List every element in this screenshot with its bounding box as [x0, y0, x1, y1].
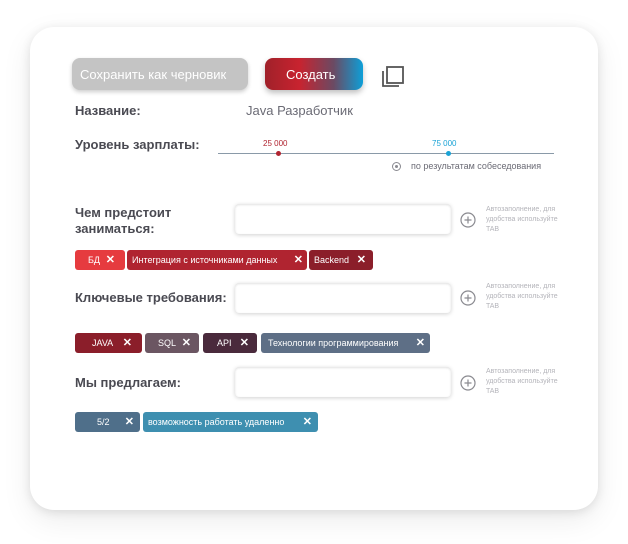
tag-label: 5/2: [97, 417, 110, 427]
duties-hint: Автозаполнение, для удобства используйте…: [486, 206, 558, 233]
requirements-input[interactable]: [235, 283, 451, 313]
tag-label: Технологии программирования: [268, 338, 399, 348]
tag-req-api: API ✕: [203, 333, 257, 353]
remove-tag-icon[interactable]: ✕: [122, 336, 132, 349]
requirements-label: Ключевые требования:: [75, 290, 227, 305]
tag-label: SQL: [158, 338, 177, 348]
tag-label: БД: [88, 255, 101, 265]
salary-max-value: 75 000: [432, 139, 457, 148]
requirements-hint: Автозаполнение, для удобства используйте…: [486, 283, 558, 310]
copy-icon[interactable]: [380, 65, 406, 89]
remove-tag-icon[interactable]: ✕: [415, 336, 425, 349]
remove-tag-icon[interactable]: ✕: [356, 253, 366, 266]
remove-tag-icon[interactable]: ✕: [105, 253, 115, 266]
tag-duty-db: БД ✕: [75, 250, 125, 270]
tag-req-tech: Технологии программирования ✕: [261, 333, 430, 353]
remove-tag-icon[interactable]: ✕: [302, 415, 312, 428]
remove-tag-icon[interactable]: ✕: [239, 336, 249, 349]
remove-tag-icon[interactable]: ✕: [181, 336, 191, 349]
radio-dot: [395, 165, 398, 168]
tag-offer-schedule: 5/2 ✕: [75, 412, 140, 432]
offer-input[interactable]: [235, 367, 451, 397]
tag-req-java: JAVA ✕: [75, 333, 142, 353]
tag-offer-remote: возможность работать удаленно ✕: [143, 412, 318, 432]
tag-label: возможность работать удаленно: [148, 417, 285, 427]
duties-label-line1: Чем предстоит: [75, 205, 172, 220]
remove-tag-icon[interactable]: ✕: [293, 253, 303, 266]
salary-label: Уровень зарплаты:: [75, 137, 200, 152]
tag-duty-integration: Интеграция с источниками данных ✕: [127, 250, 307, 270]
interview-salary-label: по результатам собеседования: [411, 161, 542, 171]
salary-max-handle[interactable]: [445, 151, 451, 156]
offer-hint: Автозаполнение, для удобства используйте…: [486, 368, 558, 395]
duties-label-line2: заниматься:: [75, 221, 155, 236]
add-requirement-icon[interactable]: [460, 290, 476, 306]
duties-input[interactable]: [235, 204, 451, 234]
create-button[interactable]: Создать: [265, 58, 363, 90]
salary-slider-track[interactable]: [218, 153, 554, 154]
remove-tag-icon[interactable]: ✕: [124, 415, 134, 428]
save-draft-button[interactable]: Сохранить как черновик: [72, 58, 248, 90]
tag-label: Backend: [314, 255, 350, 265]
tag-label: JAVA: [92, 338, 114, 348]
tag-req-sql: SQL ✕: [145, 333, 199, 353]
offer-label: Мы предлагаем:: [75, 375, 181, 390]
tag-label: Интеграция с источниками данных: [132, 255, 278, 265]
salary-min-handle[interactable]: [275, 151, 281, 156]
interview-salary-radio[interactable]: [392, 162, 401, 171]
tag-label: API: [217, 338, 232, 348]
add-duty-icon[interactable]: [460, 212, 476, 228]
add-offer-icon[interactable]: [460, 375, 476, 391]
salary-min-value: 25 000: [263, 139, 288, 148]
tag-duty-backend: Backend ✕: [309, 250, 373, 270]
title-label: Название:: [75, 103, 141, 118]
title-value[interactable]: Java Разработчик: [246, 103, 353, 118]
